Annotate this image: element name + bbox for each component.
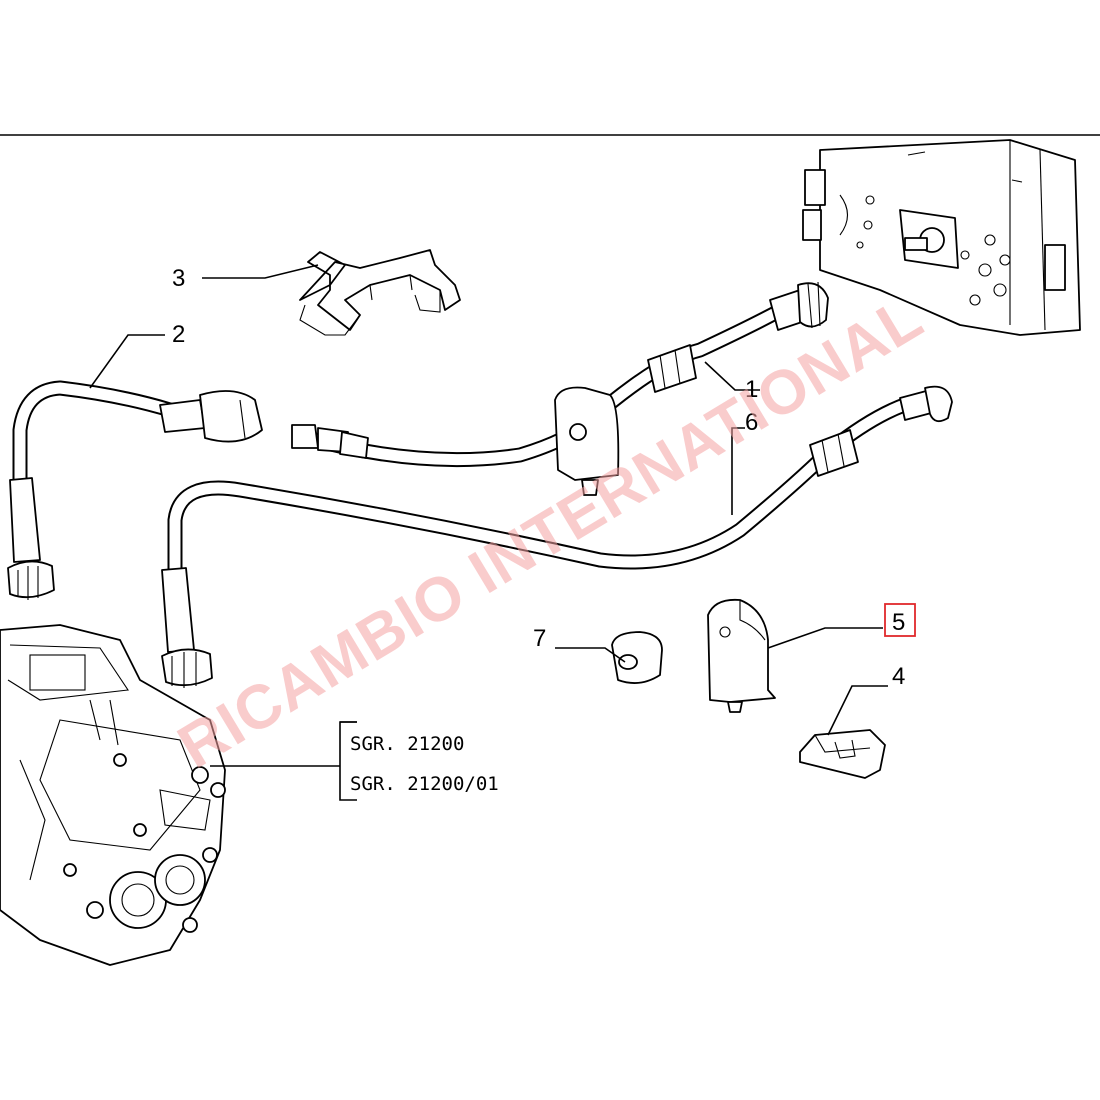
- gearbox: [0, 624, 226, 966]
- part-label-5: 5: [892, 609, 905, 636]
- leader-7: [555, 647, 626, 663]
- part-label-3: 3: [172, 265, 185, 292]
- part-label-1: 1: [745, 376, 758, 403]
- part-label-2: 2: [172, 321, 185, 348]
- part-7-grommet: [611, 631, 663, 684]
- part-5-highlight-box: [884, 603, 916, 637]
- watermark: RICAMBIO INTERNATIONAL: [167, 283, 935, 782]
- ref-sgr-21200-01: SGR. 21200/01: [350, 773, 499, 795]
- leader-2: [89, 334, 165, 389]
- leader-6: [731, 427, 745, 515]
- part-5-cover: [707, 598, 776, 713]
- cable-1: [291, 281, 829, 496]
- cable-2: [7, 380, 263, 600]
- cable-6: [161, 385, 953, 688]
- leader-3: [202, 264, 319, 279]
- ref-sgr-21200: SGR. 21200: [350, 733, 464, 755]
- leader-5: [767, 627, 883, 649]
- instrument-cluster: [802, 139, 1081, 336]
- leader-4: [827, 685, 888, 736]
- leader-1: [704, 361, 760, 391]
- part-3-clip: [299, 249, 461, 336]
- part-4-clip: [799, 729, 886, 779]
- part-label-6: 6: [745, 409, 758, 436]
- part-label-7: 7: [533, 625, 546, 652]
- part-label-4: 4: [892, 663, 905, 690]
- leader-sgr-bracket: [210, 721, 357, 801]
